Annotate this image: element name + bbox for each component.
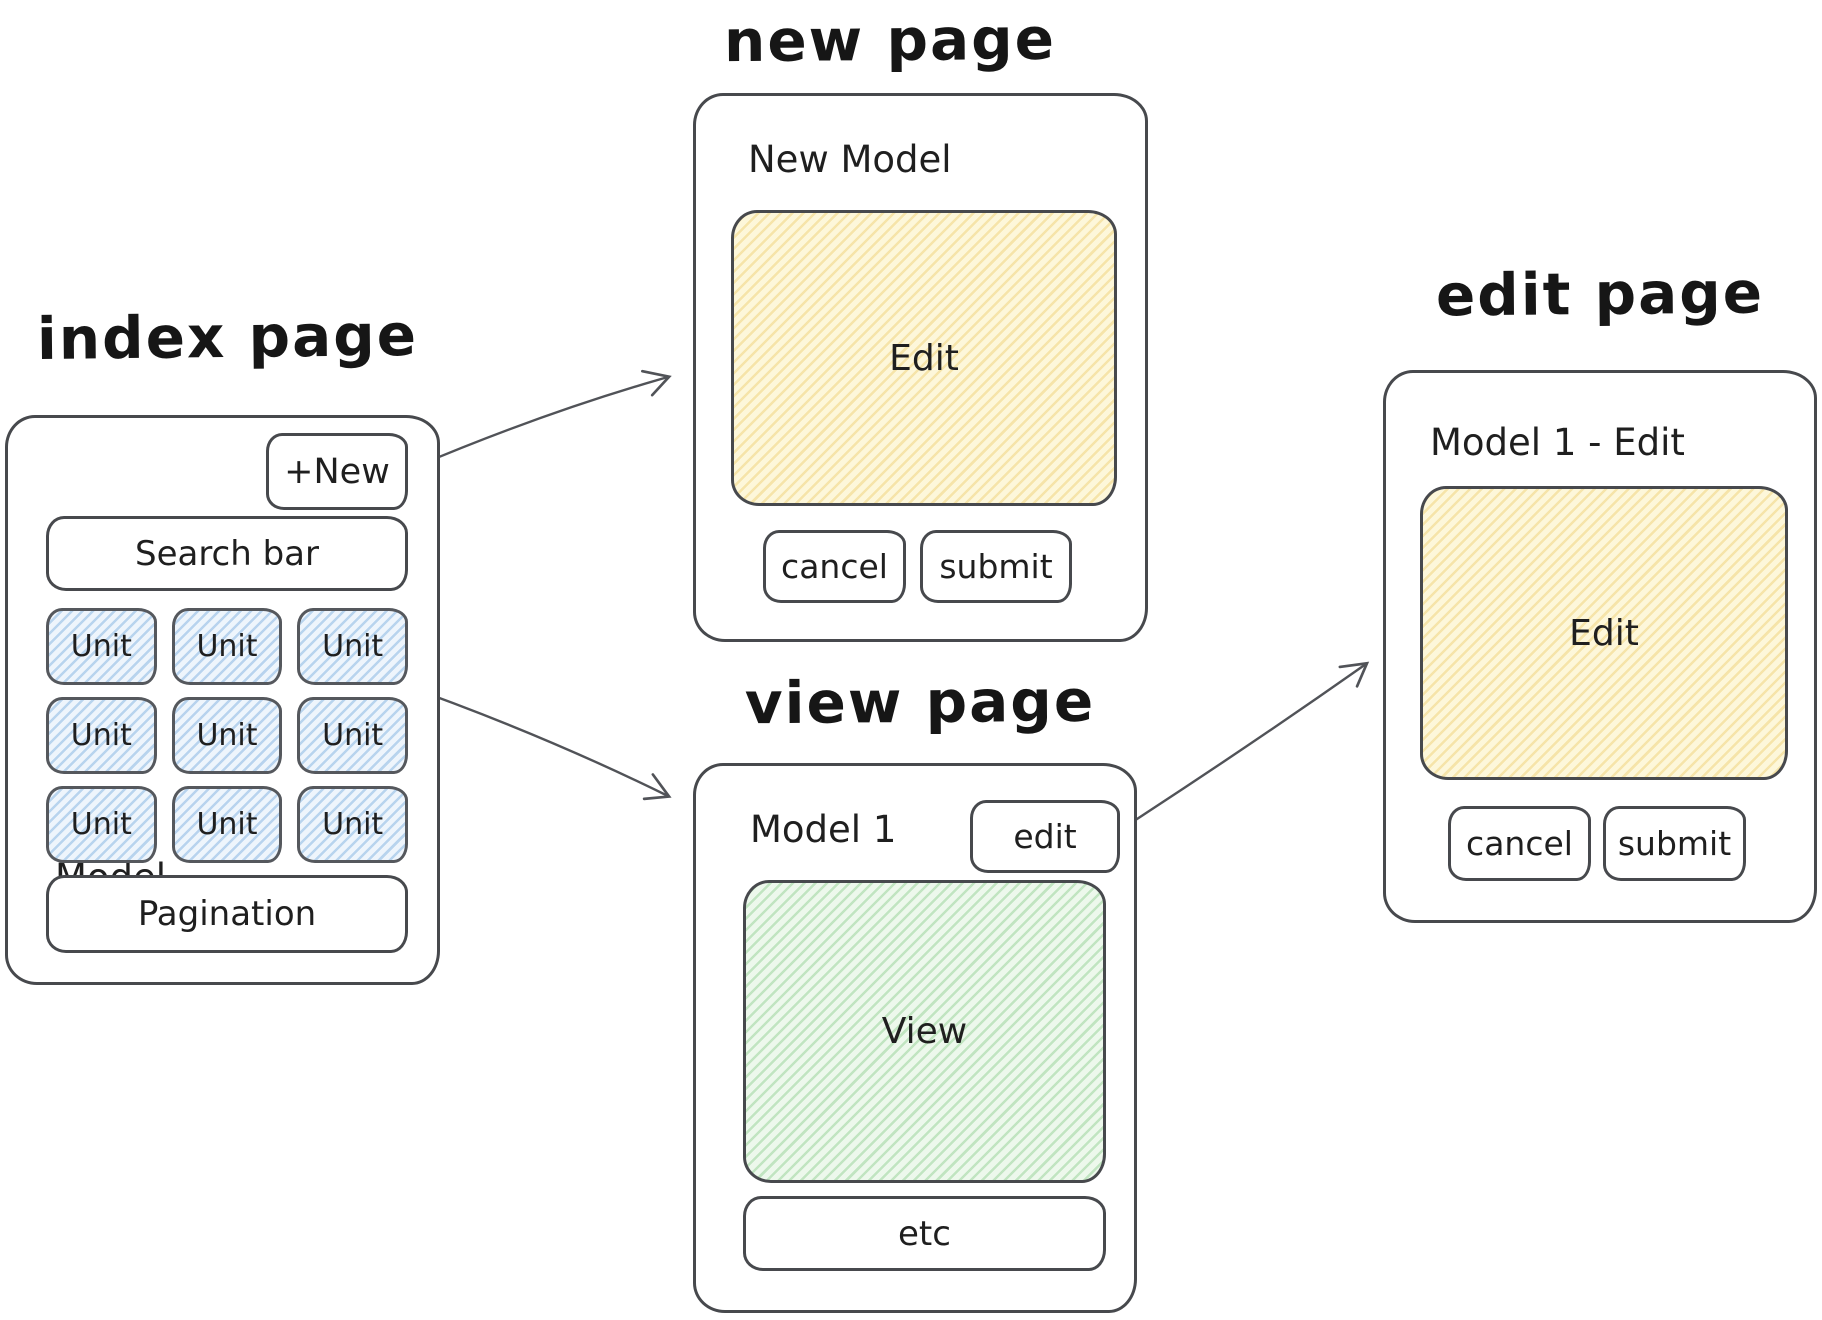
unit-card[interactable]: Unit <box>46 786 157 863</box>
new-page-frame: New Model Edit cancel submit <box>693 93 1148 642</box>
new-submit-button[interactable]: submit <box>920 530 1072 603</box>
view-page-frame: Model 1 edit View etc <box>693 763 1137 1313</box>
index-page-title: index page <box>36 301 419 373</box>
search-bar[interactable]: Search bar <box>46 516 408 591</box>
etc-bar: etc <box>743 1196 1106 1271</box>
unit-card[interactable]: Unit <box>171 786 283 863</box>
unit-card[interactable]: Unit <box>171 697 283 774</box>
view-edit-button[interactable]: edit <box>970 800 1120 873</box>
new-button[interactable]: +New <box>266 433 408 510</box>
view-content-area: View <box>743 880 1106 1183</box>
unit-card[interactable]: Unit <box>171 608 283 685</box>
edit-page-title: edit page <box>1435 258 1765 330</box>
edit-submit-button[interactable]: submit <box>1603 806 1746 881</box>
edit-page-frame: Model 1 - Edit Edit cancel submit <box>1383 370 1817 923</box>
unit-card[interactable]: Unit <box>46 697 157 774</box>
arrow-view-to-edit <box>1119 661 1370 832</box>
new-page-title: new page <box>723 4 1057 76</box>
new-model-label: New Model <box>748 138 952 181</box>
edit-model-label: Model 1 - Edit <box>1430 421 1685 464</box>
index-page-frame: Model +New Search bar Unit Unit Unit Uni… <box>5 415 440 985</box>
unit-card[interactable]: Unit <box>297 608 408 685</box>
unit-grid: Unit Unit Unit Unit Unit Unit Unit Unit … <box>46 608 408 863</box>
view-model-label: Model 1 <box>750 808 897 851</box>
unit-card[interactable]: Unit <box>297 697 408 774</box>
view-page-title: view page <box>744 666 1096 738</box>
edit-edit-area[interactable]: Edit <box>1420 486 1788 780</box>
edit-cancel-button[interactable]: cancel <box>1448 806 1591 881</box>
unit-card[interactable]: Unit <box>46 608 157 685</box>
unit-card[interactable]: Unit <box>297 786 408 863</box>
new-cancel-button[interactable]: cancel <box>763 530 906 603</box>
new-edit-area[interactable]: Edit <box>731 210 1117 506</box>
arrow-index-to-new <box>414 369 672 469</box>
pagination-bar[interactable]: Pagination <box>46 875 408 953</box>
